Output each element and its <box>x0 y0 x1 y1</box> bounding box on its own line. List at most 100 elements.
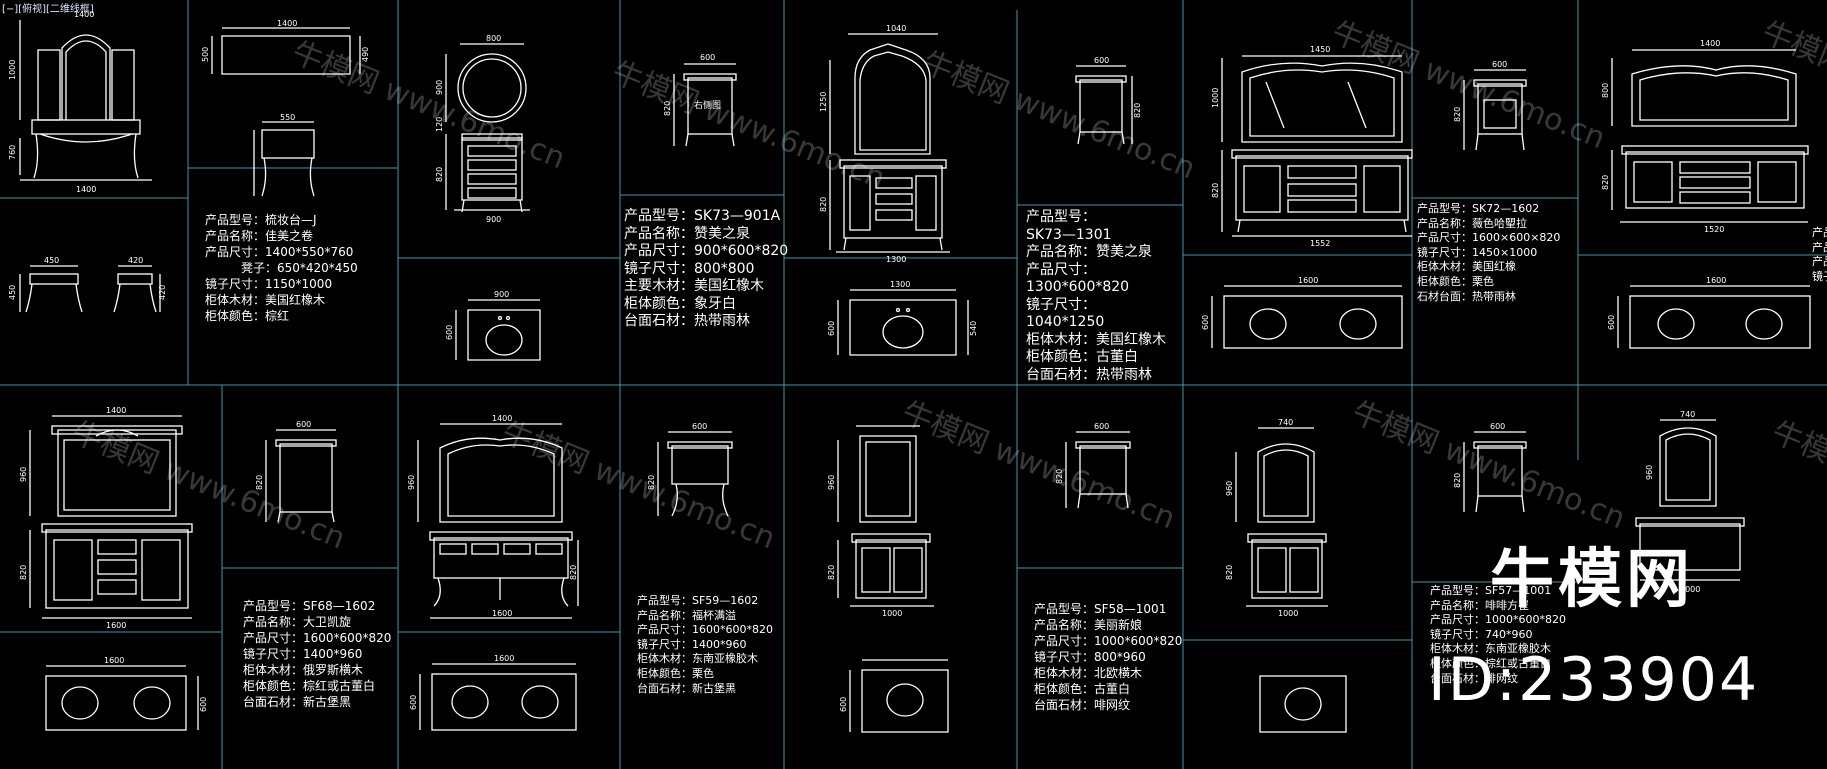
spec-line: 产品尺寸：1600×600×820 <box>1417 231 1561 245</box>
dim-label: 900 <box>486 215 501 224</box>
spec-line: 柜体颜色：象牙白 <box>624 295 736 312</box>
dim-label: 800 <box>486 34 501 43</box>
dim-label: 820 <box>1211 183 1220 198</box>
spec-line: 台面石材：热带雨林 <box>1026 366 1152 383</box>
vanity-elevation-sf57 <box>1235 427 1328 607</box>
spec-line: 台面石材：新古堡黑 <box>637 681 736 695</box>
dim-label: 450 <box>8 285 17 300</box>
dim-label: 1600 <box>1706 276 1726 285</box>
dim-label: 600 <box>1094 56 1109 65</box>
watermark: 牛模网 www.6mo.cn <box>1757 15 1827 157</box>
dim-label: 1300 <box>890 280 910 289</box>
arched-mirror-vanity-elevation <box>829 33 950 253</box>
spec-line: 产品尺寸： <box>1026 261 1096 278</box>
dim-label: 820 <box>1055 469 1064 484</box>
spec-line: 产品名称：赞美之泉 <box>624 225 750 242</box>
spec-block-sf68-1602: 产品型号：SF68—1602 产品名称：大卫凯旋 产品尺寸：1600*600*8… <box>243 598 391 710</box>
dim-label: 820 <box>1453 473 1462 488</box>
spec-line: 柜体木材：美国红橡 <box>1417 260 1516 274</box>
stool-side-view <box>113 265 161 313</box>
viewport-controls-label[interactable]: [−][俯视][二维线框] <box>2 4 94 15</box>
dim-label: 600 <box>839 697 848 712</box>
countertop-plan-right <box>1617 285 1811 349</box>
side-view-sk73-1301 <box>1075 65 1133 145</box>
spec-line: 产品尺寸：1600*600*820 <box>243 631 392 645</box>
spec-line: 产品名称：薇色哈朢拉 <box>1417 216 1527 230</box>
dim-label: 600 <box>1490 422 1505 431</box>
dim-label: 120 <box>435 117 444 132</box>
countertop-plan-sf58 <box>849 659 949 733</box>
dim-label: 1600 <box>494 654 514 663</box>
spec-line: 凳子：650*420*450 <box>205 261 358 275</box>
dim-label: 1040 <box>886 24 906 33</box>
spec-line: 产品型号： <box>1026 209 1096 225</box>
spec-line: 柜体木材：俄罗斯横木 <box>243 663 364 677</box>
watermark: 牛模网 www.6mo.cn <box>917 45 1200 187</box>
spec-block-clipped-right: 产品 产品 产品 镜子 <box>1812 226 1827 284</box>
spec-line: 产品型号：SK72—1602 <box>1417 202 1540 215</box>
spec-line: 产品型号：SF58—1001 <box>1034 602 1167 616</box>
spec-line: 产品 <box>1812 226 1827 239</box>
dim-label: 1000 <box>8 60 17 80</box>
side-view-sf58 <box>1065 431 1131 509</box>
dim-label: 1400 <box>76 185 96 194</box>
side-view-sk73-901a <box>673 63 737 147</box>
dim-label: 820 <box>1133 103 1142 118</box>
spec-line: 产品尺寸：1000*600*820 <box>1034 634 1183 648</box>
dim-label: 960 <box>1645 465 1654 480</box>
dim-label: 600 <box>1607 315 1616 330</box>
dim-label: 1520 <box>1704 225 1724 234</box>
spec-line: 镜子尺寸：800*960 <box>1034 650 1146 664</box>
spec-line: 柜体木材：北欧横木 <box>1034 666 1143 680</box>
dim-label: 800 <box>1601 83 1610 98</box>
dim-label: 500 <box>201 47 210 62</box>
side-view-sf68 <box>265 429 337 523</box>
spec-line: 产品型号：SF57—1001 <box>1430 584 1552 597</box>
spec-line: 产品尺寸：900*600*820 <box>624 243 789 259</box>
dim-label: 820 <box>569 565 578 580</box>
spec-line: 镜子尺寸：1400*960 <box>637 637 747 651</box>
spec-block-sf59-1602: 产品型号：SF59—1602 产品名称：福杯满溢 产品尺寸：1600*600*8… <box>637 594 773 696</box>
vanity-elevation-sf68 <box>29 415 193 619</box>
spec-line: 柜体木材：东南亚橡胶木 <box>1430 642 1551 656</box>
spec-line: 产品型号：SF59—1602 <box>637 594 759 607</box>
spec-line: 台面石材：啡网纹 <box>1034 698 1131 712</box>
spec-block-dressing-table: 产品型号：梳妆台—J 产品名称：佳美之卷 产品尺寸：1400*550*760 凳… <box>205 212 358 324</box>
spec-line: 产品名称：佳美之卷 <box>205 229 314 243</box>
brand-logo-text: 牛模网 <box>1490 543 1694 617</box>
spec-block-sk73-901a: 产品型号：SK73—901A 产品名称：赞美之泉 产品尺寸：900*600*82… <box>624 208 788 331</box>
countertop-plan-sk72 <box>1211 285 1403 349</box>
spec-line: 台面石材：热带雨林 <box>624 313 750 329</box>
spec-line: 台面石材：啡网纹 <box>1430 671 1518 685</box>
spec-line: 产品尺寸：1400*550*760 <box>205 245 354 259</box>
spec-line: 石材台面：热带雨林 <box>1417 289 1516 303</box>
round-mirror-vanity-elevation <box>445 43 530 213</box>
double-vanity-elevation-right <box>1611 49 1809 223</box>
countertop-plan-sf59 <box>419 663 577 731</box>
spec-line: 柜体木材：美国红橡木 <box>205 293 326 307</box>
spec-line: 柜体颜色：栗色 <box>637 666 714 680</box>
dim-label: 960 <box>407 475 416 490</box>
spec-line: 产品尺寸：1000*600*820 <box>1430 613 1566 627</box>
watermark: 牛模网 www.6mo.cn <box>1327 15 1610 157</box>
spec-line: 产品型号：SK73—901A <box>624 208 781 224</box>
dim-label: 1400 <box>1700 39 1720 48</box>
dim-label: 1600 <box>492 609 512 618</box>
spec-line: 镜子尺寸：1450×1000 <box>1417 245 1538 259</box>
dim-label: 600 <box>199 697 208 712</box>
watermark: 牛模网 www.6mo.cn <box>287 35 570 177</box>
spec-line: 产品型号：梳妆台—J <box>205 213 317 227</box>
stool-front-view <box>19 265 83 313</box>
dim-label: 540 <box>969 321 978 336</box>
spec-block-sk73-1301: 产品型号： SK73—1301 产品名称：赞美之泉 产品尺寸： 1300*600… <box>1026 209 1166 384</box>
spec-line: 产品型号：SF68—1602 <box>243 599 376 613</box>
dim-label: 600 <box>1094 422 1109 431</box>
dim-label: 820 <box>819 197 828 212</box>
spec-line: 柜体木材：美国红橡木 <box>1026 331 1166 348</box>
dim-label: 820 <box>19 565 28 580</box>
dim-label: 600 <box>409 695 418 710</box>
dim-label: 1000 <box>1211 88 1220 108</box>
dim-label: 450 <box>44 256 59 265</box>
